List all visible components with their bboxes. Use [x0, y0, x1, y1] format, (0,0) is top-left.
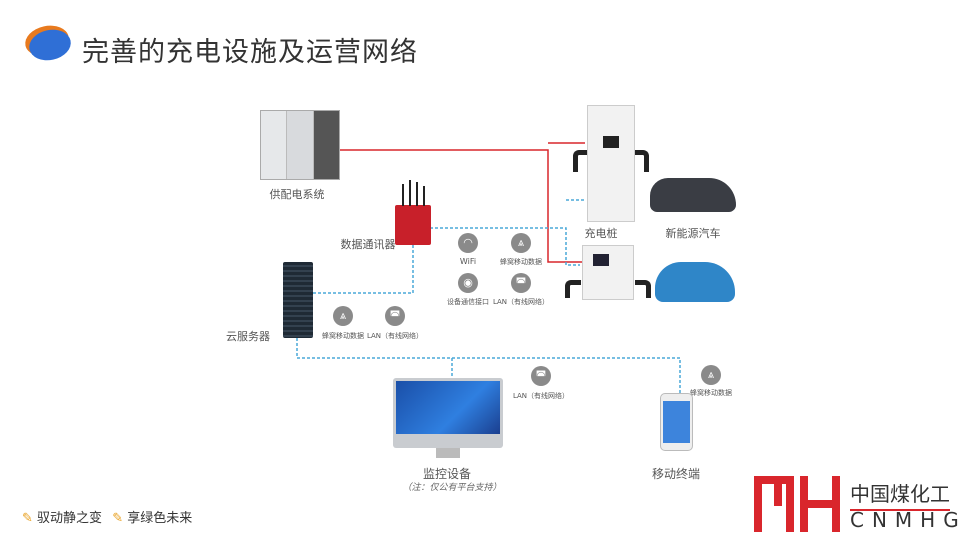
lan-icon: ◚ [385, 306, 405, 326]
lan-label: LAN（有线网络） [366, 332, 424, 340]
slogan-1: 驭动静之变 [37, 511, 103, 526]
router-image [395, 205, 431, 245]
brush-icon: ✎ [112, 511, 124, 526]
device-port-label: 设备通信接口 [447, 298, 489, 306]
lan-icon: ◚ [511, 273, 531, 293]
charger-tall-image [587, 105, 635, 222]
brush-icon: ✎ [22, 511, 33, 526]
suv-image [650, 178, 736, 212]
cellular-label: 蜂窝移动数据 [690, 389, 732, 397]
cellular-label: 蜂窝移动数据 [500, 258, 542, 266]
wifi-label: WiFi [459, 257, 477, 266]
footer-slogan: ✎ 驭动静之变 ✎ 享绿色未来 [22, 507, 192, 526]
device-port-icon: ◉ [458, 273, 478, 293]
logo-cn: 中国煤化工 [850, 478, 950, 511]
monitor-label: 监控设备 [422, 467, 472, 481]
server-rack-image [283, 262, 313, 338]
ev-label: 新能源汽车 [665, 227, 721, 240]
cellular-tower-icon: ⩓ [333, 306, 353, 326]
lan-label: LAN（有线网络） [492, 298, 550, 306]
server-label: 云服务器 [226, 330, 270, 343]
slogan-2: 享绿色未来 [127, 511, 193, 526]
company-logo-mark [754, 476, 840, 532]
monitor-image [393, 378, 503, 448]
page-title: 完善的充电设施及运营网络 [82, 37, 418, 68]
charger-label: 充电桩 [584, 227, 618, 240]
antenna-icon [402, 180, 425, 206]
cellular-tower-icon: ⩓ [701, 365, 721, 385]
mobile-label: 移动终端 [651, 467, 701, 481]
lan-label: LAN（有线网络） [512, 392, 570, 400]
cellular-label: 蜂窝移动数据 [322, 332, 364, 340]
cellular-tower-icon: ⩓ [511, 233, 531, 253]
logo-en: CNMHG [850, 508, 960, 532]
mobile-phone-image [660, 393, 693, 451]
lan-icon: ◚ [531, 366, 551, 386]
power-label: 供配电系统 [269, 188, 325, 201]
power-cabinet-image [260, 110, 340, 180]
monitor-note: （注：仅公有平台支持） [402, 483, 502, 493]
wifi-icon: ◠ [458, 233, 478, 253]
charger-wall-image [582, 245, 634, 300]
router-label: 数据通讯器 [340, 238, 396, 251]
sedan-image [655, 262, 735, 302]
